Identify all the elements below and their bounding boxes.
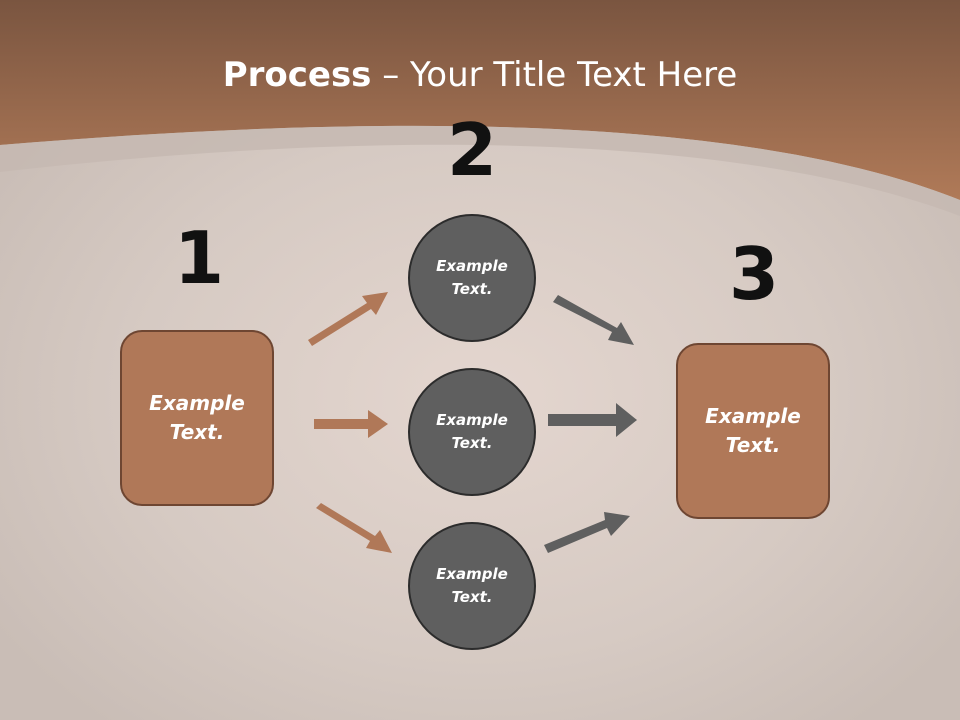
title-rest: – Your Title Text Here bbox=[371, 55, 738, 95]
step-number-2: 2 bbox=[446, 108, 498, 192]
arrow-box1-to-top bbox=[308, 292, 388, 346]
header-band bbox=[0, 0, 960, 200]
arrow-group-gray bbox=[544, 295, 637, 553]
step-number-1: 1 bbox=[173, 216, 225, 300]
header-swoosh bbox=[0, 125, 960, 216]
arrow-top-to-box3 bbox=[553, 295, 634, 345]
arrow-bottom-to-box3 bbox=[544, 512, 630, 553]
arrow-middle-to-box3 bbox=[548, 403, 637, 437]
step-number-3: 3 bbox=[728, 232, 780, 316]
step-1-box-text: Example Text. bbox=[149, 391, 245, 444]
step-2-circle-middle: Example Text. bbox=[408, 368, 536, 496]
arrow-box1-to-bottom bbox=[316, 503, 392, 553]
slide-title: Process – Your Title Text Here bbox=[0, 52, 960, 98]
step-3-box-text: Example Text. bbox=[705, 404, 801, 457]
circle-bottom-text: Example Text. bbox=[436, 565, 508, 606]
circle-middle-text: Example Text. bbox=[436, 411, 508, 452]
step-3-box: Example Text. bbox=[676, 343, 830, 519]
step-2-circle-bottom: Example Text. bbox=[408, 522, 536, 650]
circle-top-text: Example Text. bbox=[436, 257, 508, 298]
arrow-group-brown bbox=[308, 292, 392, 553]
step-2-circle-top: Example Text. bbox=[408, 214, 536, 342]
title-bold: Process bbox=[222, 55, 372, 95]
step-1-box: Example Text. bbox=[120, 330, 274, 506]
arrow-box1-to-middle bbox=[314, 410, 388, 438]
